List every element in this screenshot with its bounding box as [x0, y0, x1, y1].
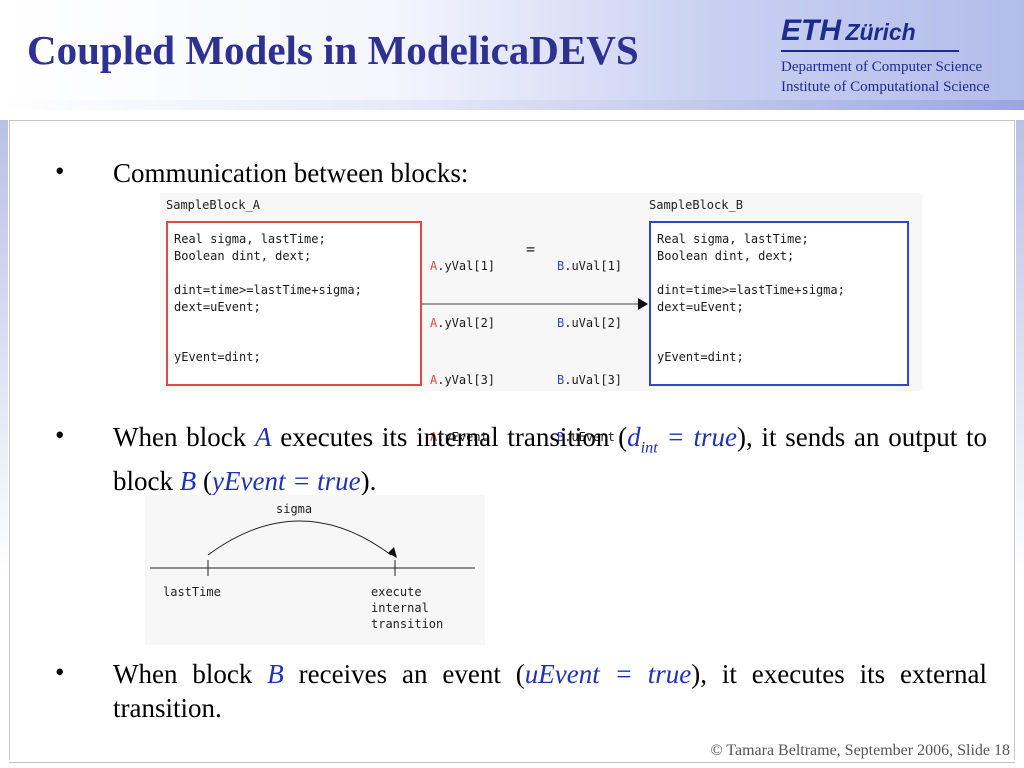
execute-label: execute internal transition	[371, 585, 444, 631]
department-label: Department of Computer Science	[781, 59, 983, 75]
frame-line-right	[1014, 120, 1015, 760]
timeline-figure: sigma lastTime execute internal transiti…	[145, 495, 485, 645]
block-a-box: Real sigma, lastTime; Boolean dint, dext…	[166, 221, 422, 386]
block-b-ports: B.uVal[1] B.uVal[2] B.uVal[3] B.uEvent	[557, 219, 622, 485]
connection-arrow	[422, 298, 648, 310]
logo-eth-text: ETH	[781, 14, 841, 47]
communication-figure: SampleBlock_A SampleBlock_B Real sigma, …	[160, 193, 922, 444]
bullet-marker-3: •	[55, 657, 65, 687]
frame-line-top	[9, 120, 1015, 121]
logo-zurich-text: Zürich	[845, 19, 916, 45]
dint-symbol: dint = true	[627, 422, 737, 457]
port-a-1: A.yVal[1]	[430, 259, 496, 273]
block-b-box: Real sigma, lastTime; Boolean dint, dext…	[649, 221, 909, 386]
port-b-3: B.uVal[3]	[557, 373, 623, 387]
sigma-label: sigma	[276, 502, 313, 516]
frame-line-bottom	[9, 762, 1015, 763]
header-band	[0, 100, 1024, 110]
block-a-title: SampleBlock_A	[166, 198, 260, 212]
frame-left	[0, 120, 8, 768]
bullet-text-3: When block B receives an event (uEvent =…	[113, 659, 987, 723]
block-b-equations: dint=time>=lastTime+sigma; dext=uEvent;	[657, 283, 845, 314]
block-b-title: SampleBlock_B	[649, 198, 743, 212]
block-a-equations: dint=time>=lastTime+sigma; dext=uEvent;	[174, 283, 362, 314]
port-b-4: B.uEvent	[557, 430, 615, 444]
block-b-ref-2: B	[267, 659, 284, 689]
port-a-4: A.yEvent	[430, 430, 488, 444]
frame-right	[1016, 120, 1024, 768]
block-b-output: yEvent=dint;	[657, 350, 744, 364]
block-a-ports: A.yVal[1] A.yVal[2] A.yVal[3] A.yEvent	[430, 219, 495, 485]
port-a-3: A.yVal[3]	[430, 373, 496, 387]
port-b-2: B.uVal[2]	[557, 316, 623, 330]
bullet-marker-1: •	[55, 156, 65, 186]
port-b-1: B.uVal[1]	[557, 259, 623, 273]
block-a-declarations: Real sigma, lastTime; Boolean dint, dext…	[174, 232, 326, 263]
bullet-text-2: When block A executes its internal trans…	[113, 422, 987, 497]
block-b-declarations: Real sigma, lastTime; Boolean dint, dext…	[657, 232, 809, 263]
page-title: Coupled Models in ModelicaDEVS	[27, 27, 639, 73]
eth-logo: ETH Zürich	[781, 14, 916, 48]
block-a-ref: A	[254, 422, 272, 452]
uevent-expr: uEvent = true	[524, 659, 692, 689]
yevent-expr: yEvent = true	[212, 466, 361, 497]
header-bar	[0, 0, 1024, 108]
bullet-text-1: Communication between blocks:	[113, 158, 469, 188]
frame-line-left	[9, 120, 10, 760]
bullet-marker-2: •	[55, 420, 65, 450]
block-b-ref: B	[179, 466, 197, 497]
block-a-output: yEvent=dint;	[174, 350, 261, 364]
timeline-svg	[150, 520, 475, 576]
port-a-2: A.yVal[2]	[430, 316, 496, 330]
lasttime-label: lastTime	[163, 585, 221, 599]
logo-underline	[781, 50, 959, 52]
footer-copyright: © Tamara Beltrame, September 2006, Slide…	[710, 742, 1010, 759]
institute-label: Institute of Computational Science	[781, 79, 990, 95]
equals-sign: =	[526, 240, 536, 258]
